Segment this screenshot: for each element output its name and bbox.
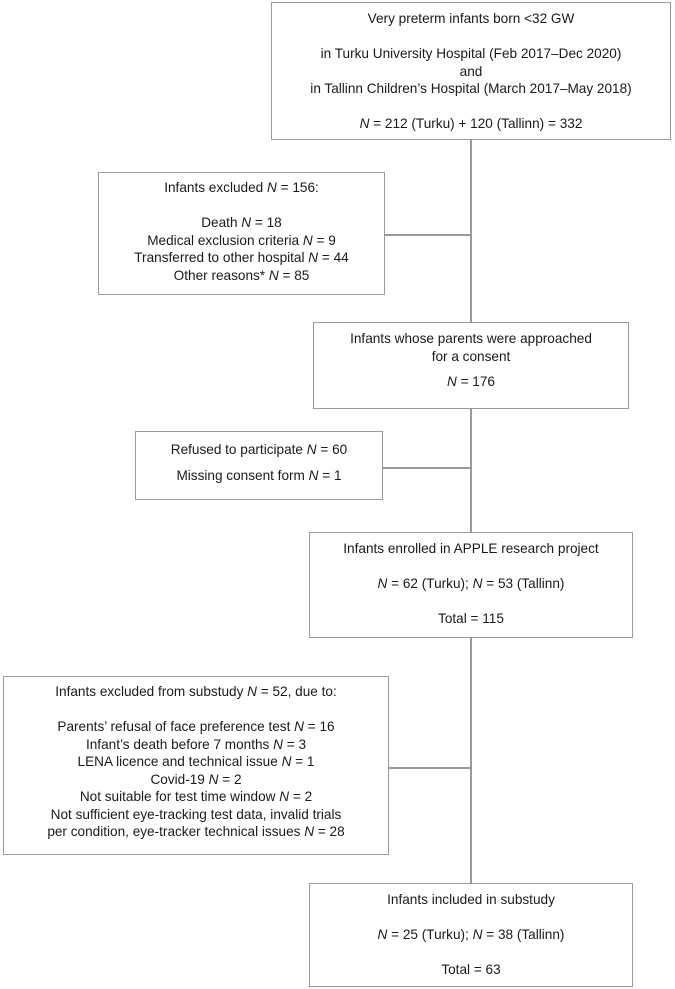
box1-count: N = 212 (Turku) + 120 (Tallinn) = 332 <box>359 116 583 131</box>
box2-item: Transferred to other hospital N = 44 <box>134 250 349 265</box>
box6-item: Parents’ refusal of face preference test… <box>57 719 335 734</box>
box7-line1: Infants included in substudy <box>387 892 555 907</box>
box-excluded-from-substudy: Infants excluded from substudy N = 52, d… <box>3 676 389 855</box>
box1-line3: and <box>459 63 483 79</box>
box1-line1: Very preterm infants born <32 GW <box>367 11 575 26</box>
box1-line4: in Tallinn Children’s Hospital (March 20… <box>310 81 632 96</box>
box5-counts: N = 62 (Turku); N = 53 (Tallinn) <box>377 576 565 591</box>
box-very-preterm-infants: Very preterm infants born <32 GW in Turk… <box>271 2 671 140</box>
box-parents-approached: Infants whose parents were approached fo… <box>313 322 629 409</box>
box-refused-missing-consent: Refused to participate N = 60 Missing co… <box>135 431 383 500</box>
box-enrolled-apple: Infants enrolled in APPLE research proje… <box>309 532 633 638</box>
box6-item: Covid-19 N = 2 <box>150 771 242 787</box>
box6-title: Infants excluded from substudy N = 52, d… <box>55 684 337 699</box>
box4-item: Refused to participate N = 60 <box>170 442 348 457</box>
box6-item: LENA licence and technical issue N = 1 <box>77 754 315 769</box>
box2-item: Medical exclusion criteria N = 9 <box>147 232 336 248</box>
box-infants-excluded: Infants excluded N = 156: Death N = 18 M… <box>98 172 385 295</box>
box1-line2: in Turku University Hospital (Feb 2017–D… <box>320 46 622 61</box>
box7-total: Total = 63 <box>441 962 501 977</box>
box3-count: N = 176 <box>446 374 495 389</box>
box2-title: Infants excluded N = 156: <box>164 180 319 195</box>
box3-line1: Infants whose parents were approached <box>350 331 592 346</box>
box2-item: Death N = 18 <box>201 215 282 230</box>
box7-counts: N = 25 (Turku); N = 38 (Tallinn) <box>377 927 565 942</box>
box-included-in-substudy: Infants included in substudy N = 25 (Tur… <box>309 883 633 987</box>
box6-last-line1: Not sufficient eye-tracking test data, i… <box>50 806 342 822</box>
connector-excluded <box>385 234 471 236</box>
main-flow-line <box>470 140 472 900</box>
box6-item: Not suitable for test time window N = 2 <box>79 789 313 804</box>
box6-item: Infant’s death before 7 months N = 3 <box>85 736 307 752</box>
box3-line2: for a consent <box>431 348 511 364</box>
connector-refused <box>383 467 471 469</box>
box4-item: Missing consent form N = 1 <box>176 467 342 483</box>
box6-last-line2: per condition, eye-tracker technical iss… <box>47 824 345 839</box>
connector-substudy-excluded <box>389 767 471 769</box>
box2-item: Other reasons* N = 85 <box>173 267 310 283</box>
box5-line1: Infants enrolled in APPLE research proje… <box>343 541 599 556</box>
box5-total: Total = 115 <box>438 611 504 626</box>
